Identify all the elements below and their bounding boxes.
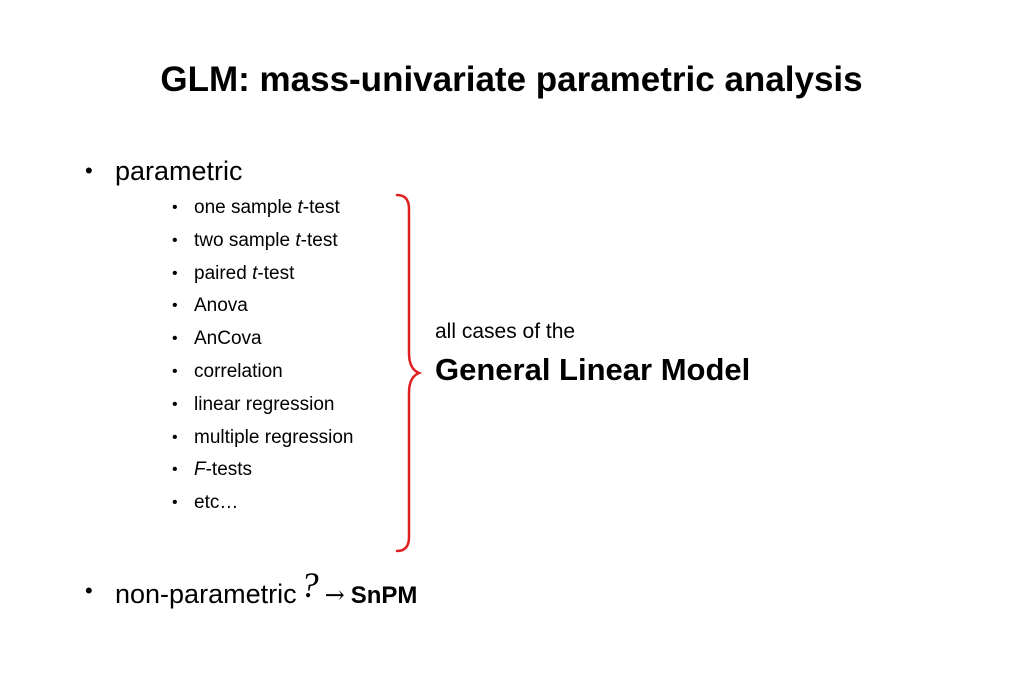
item-text: paired — [194, 262, 253, 284]
item-text: AnCova — [194, 328, 262, 350]
right-arrow-icon: → — [324, 581, 345, 609]
parametric-label: parametric — [115, 156, 243, 186]
item-italic: t — [297, 197, 303, 218]
slide-title: GLM: mass-univariate parametric analysis — [160, 60, 863, 99]
bullet-dot: • — [172, 461, 178, 479]
bullet-parametric: • parametric — [85, 154, 243, 188]
bullet-dot: • — [172, 264, 178, 282]
snpm-label: SnPM — [350, 582, 418, 609]
item-text: linear regression — [194, 393, 335, 415]
annotation-big: General Linear Model — [435, 352, 751, 387]
item-text: etc… — [194, 492, 239, 514]
list-item: • paired t-test — [172, 260, 353, 293]
bullet-dot: • — [172, 231, 178, 249]
list-item: • one sample t-test — [172, 194, 353, 227]
list-item: • etc… — [172, 489, 353, 522]
item-italic: F — [194, 459, 206, 481]
item-suffix: -tests — [205, 459, 253, 481]
annotation-small: all cases of the — [435, 320, 576, 343]
item-text: multiple regression — [194, 426, 354, 448]
bullet-dot: • — [172, 362, 178, 380]
item-text: Anova — [194, 295, 248, 317]
item-text: two sample — [194, 229, 296, 251]
parametric-sub-list: •one sample t-test •two sample t-test •p… — [172, 194, 354, 522]
list-item: • AnCova — [172, 325, 353, 358]
bullet-non-parametric: • non-parametric?→SnPM — [85, 567, 418, 613]
bullet-dot: • — [172, 494, 178, 512]
list-item: • correlation — [172, 358, 353, 391]
item-italic: t — [252, 262, 258, 284]
bullet-dot: • — [172, 428, 178, 446]
list-item: • Anova — [172, 292, 353, 325]
non-parametric-label: non-parametric — [115, 579, 297, 609]
bullet-dot: • — [172, 297, 178, 315]
list-item: • multiple regression — [172, 424, 354, 457]
item-italic: t — [295, 229, 301, 251]
curly-brace-icon — [395, 193, 423, 553]
question-mark: ? — [300, 565, 319, 605]
list-item: • linear regression — [172, 391, 353, 424]
item-suffix: -test — [257, 262, 295, 284]
item-suffix: -test — [300, 229, 338, 251]
bullet-dot: • — [172, 330, 178, 348]
item-text: one sample — [194, 197, 298, 218]
list-item: • F-tests — [172, 456, 353, 489]
bullet-dot: • — [85, 158, 93, 183]
item-suffix: -test — [302, 197, 340, 218]
list-item: • two sample t-test — [172, 227, 353, 260]
item-text: correlation — [194, 360, 283, 382]
bullet-dot: • — [85, 578, 93, 603]
bullet-dot: • — [172, 395, 178, 413]
bullet-dot: • — [172, 199, 178, 216]
